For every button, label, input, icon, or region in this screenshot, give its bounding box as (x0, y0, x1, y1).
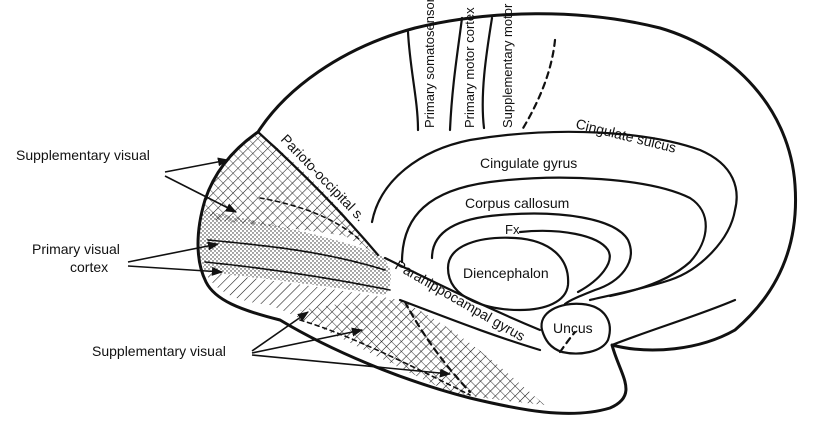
label-cingulate-sulcus: Cingulate sulcus (574, 115, 678, 155)
fornix-line (518, 229, 611, 294)
arrow-supp-visual-bottom-2 (251, 327, 364, 354)
parieto-occipital-sulcus (256, 130, 380, 257)
label-corpus-callosum: Corpus callosum (465, 195, 569, 211)
visual-dash-2 (299, 319, 471, 396)
calcarine-line-2 (204, 261, 391, 291)
supplementary-visual-lower-crosshatch (300, 300, 545, 405)
cingulate-gyrus-boundary (400, 176, 707, 298)
label-primary-somatosensory: Primary somatosensory (422, 0, 437, 128)
label-primary-visual-cortex-line2: cortex (70, 259, 108, 275)
label-supplementary-motor-area: Supplementary motor area (500, 0, 515, 128)
arrow-supp-visual-bottom-3 (251, 354, 452, 378)
parahippocampal-dash (403, 300, 472, 394)
arrow-primary-visual-2 (127, 265, 224, 276)
temporal-contour (610, 298, 737, 347)
visual-dash-1 (259, 197, 361, 241)
hemisphere-outline (196, 12, 798, 415)
arrow-supp-visual-bottom-1 (251, 311, 309, 352)
corpus-callosum-outline (430, 212, 632, 306)
uncus-dash (558, 330, 577, 354)
pointer-arrows (127, 157, 452, 378)
motor-strips (406, 16, 557, 132)
arrow-primary-visual-1 (127, 241, 220, 263)
cingulate-sulcus-line (370, 130, 738, 302)
label-cingulate-gyrus: Cingulate gyrus (480, 155, 577, 171)
label-uncus: Uncus (553, 320, 593, 336)
parahippocampal-lower (398, 298, 542, 352)
parahippocampal-upper (383, 256, 542, 332)
label-supplementary-visual-bottom: Supplementary visual (92, 343, 226, 359)
somatosensory-border-left (406, 30, 420, 132)
label-diencephalon: Diencephalon (463, 265, 549, 281)
uncus-outline (540, 302, 611, 355)
label-primary-motor-cortex: Primary motor cortex (462, 7, 477, 128)
label-primary-visual-cortex-line1: Primary visual (32, 241, 120, 257)
arrow-supp-visual-top-1 (164, 157, 230, 173)
label-fx: Fx (505, 222, 520, 237)
label-supplementary-visual-top: Supplementary visual (16, 147, 150, 163)
somatosensory-border-right (448, 16, 464, 132)
visual-cortex-shading (198, 132, 545, 405)
calcarine-line-1 (207, 239, 386, 271)
motor-border-right (481, 16, 494, 130)
supplementary-motor-border (520, 38, 557, 132)
arrow-supp-visual-top-2 (164, 175, 237, 213)
primary-visual-region (198, 210, 392, 295)
